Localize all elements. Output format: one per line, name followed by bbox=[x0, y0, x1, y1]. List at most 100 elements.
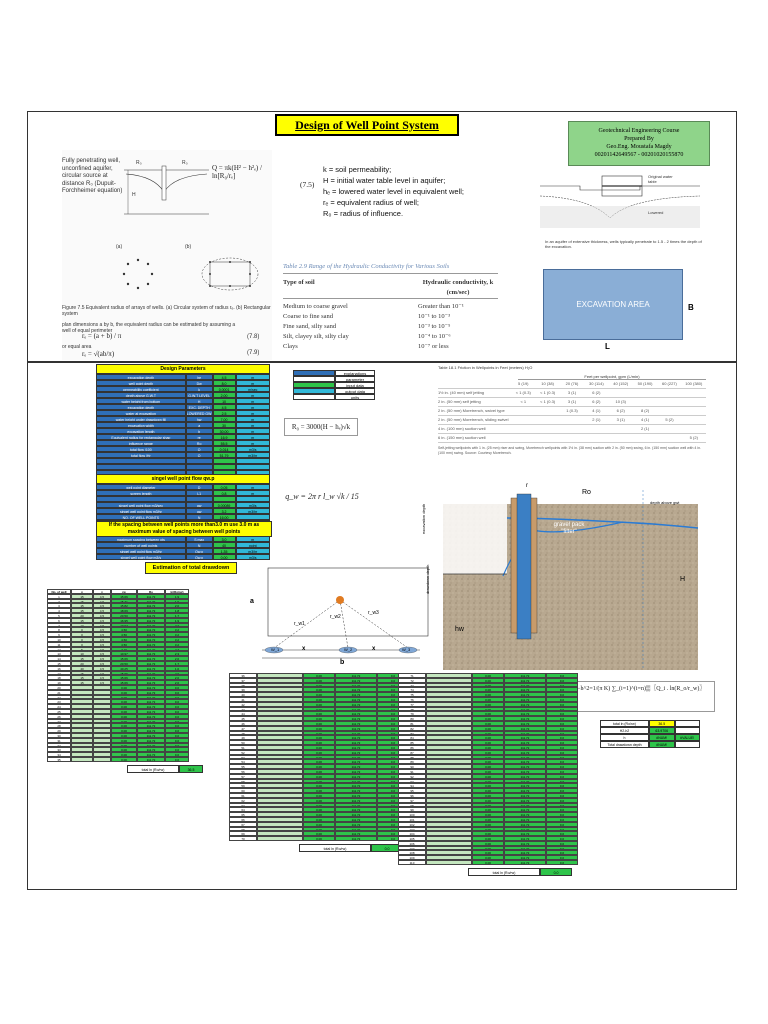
wells-cell[interactable] bbox=[93, 732, 111, 738]
wells-cell[interactable] bbox=[257, 677, 303, 683]
wells-cell[interactable] bbox=[426, 749, 472, 755]
wells-cell[interactable] bbox=[426, 788, 472, 793]
wells-cell[interactable] bbox=[93, 723, 111, 729]
wells-cell[interactable] bbox=[426, 682, 472, 688]
param-cell[interactable]: 0.0001 bbox=[212, 386, 236, 392]
wells-cell[interactable] bbox=[93, 708, 111, 714]
param-cell[interactable]: 30.00 bbox=[212, 428, 236, 434]
param-cell[interactable]: 30 bbox=[212, 422, 236, 428]
wells-cell[interactable] bbox=[426, 768, 472, 774]
wells-cell[interactable] bbox=[93, 728, 111, 733]
wells-cell[interactable] bbox=[93, 742, 111, 748]
wells-cell[interactable] bbox=[93, 684, 111, 690]
wells-cell[interactable] bbox=[257, 812, 303, 817]
wells-cell[interactable]: 4.5 bbox=[93, 670, 111, 676]
wells-cell[interactable]: 4.5 bbox=[93, 608, 111, 613]
wells-cell[interactable] bbox=[71, 737, 93, 743]
wells-cell[interactable] bbox=[426, 696, 472, 702]
wells-cell[interactable] bbox=[257, 831, 303, 837]
wells-cell[interactable]: 5 bbox=[71, 646, 93, 652]
wells-cell[interactable] bbox=[257, 749, 303, 755]
wells-cell[interactable] bbox=[426, 778, 472, 784]
wells-cell[interactable] bbox=[426, 711, 472, 717]
wells-cell[interactable] bbox=[71, 723, 93, 729]
wells-cell[interactable] bbox=[93, 713, 111, 719]
wells-cell[interactable] bbox=[71, 694, 93, 700]
param-cell[interactable]: 7.00 bbox=[212, 416, 236, 422]
param-cell[interactable]: 55.5 bbox=[212, 440, 236, 446]
wells-cell[interactable] bbox=[71, 718, 93, 724]
wells-cell[interactable] bbox=[426, 692, 472, 697]
wells-cell[interactable] bbox=[71, 732, 93, 738]
wells-cell[interactable] bbox=[93, 752, 111, 757]
wells-cell[interactable]: 4.5 bbox=[93, 598, 111, 604]
param-cell[interactable]: 0.014 bbox=[212, 446, 236, 452]
wells-cell[interactable] bbox=[257, 673, 303, 678]
wells-cell[interactable] bbox=[426, 826, 472, 832]
flow-cell[interactable]: 16.00 bbox=[212, 514, 236, 520]
wells-cell[interactable] bbox=[426, 740, 472, 745]
wells-cell[interactable] bbox=[426, 836, 472, 841]
wells-cell[interactable] bbox=[426, 759, 472, 765]
wells-cell[interactable] bbox=[257, 778, 303, 784]
flow-cell[interactable]: 0.8 bbox=[212, 490, 236, 496]
param-cell[interactable]: 2.00 bbox=[212, 392, 236, 398]
wells-cell[interactable] bbox=[426, 821, 472, 827]
wells-cell[interactable] bbox=[426, 706, 472, 712]
wells-cell[interactable] bbox=[93, 718, 111, 724]
wells-cell[interactable] bbox=[71, 747, 93, 753]
wells-cell[interactable] bbox=[257, 692, 303, 697]
wells-cell[interactable] bbox=[426, 797, 472, 803]
wells-cell[interactable] bbox=[426, 850, 472, 856]
wells-cell[interactable] bbox=[257, 720, 303, 726]
wells-cell[interactable] bbox=[426, 701, 472, 707]
wells-cell[interactable] bbox=[426, 783, 472, 789]
wells-cell[interactable]: 15 bbox=[71, 617, 93, 623]
wells-cell[interactable] bbox=[257, 716, 303, 721]
wells-cell[interactable]: 4.5 bbox=[93, 636, 111, 642]
wells-cell[interactable] bbox=[426, 687, 472, 693]
wells-cell[interactable] bbox=[257, 821, 303, 827]
wells-cell[interactable]: 4.5 bbox=[93, 617, 111, 623]
wells-cell[interactable] bbox=[257, 687, 303, 693]
wells-cell[interactable] bbox=[426, 831, 472, 837]
wells-cell[interactable]: 15 bbox=[71, 608, 93, 613]
wells-cell[interactable] bbox=[257, 797, 303, 803]
wells-cell[interactable] bbox=[426, 773, 472, 779]
wells-cell[interactable] bbox=[426, 855, 472, 861]
param-cell[interactable]: 16.9 bbox=[212, 434, 236, 440]
wells-cell[interactable]: 4.5 bbox=[93, 627, 111, 633]
wells-cell[interactable] bbox=[257, 816, 303, 822]
wells-cell[interactable] bbox=[93, 689, 111, 695]
wells-cell[interactable] bbox=[426, 807, 472, 813]
wells-cell[interactable] bbox=[426, 744, 472, 750]
wells-cell[interactable]: 0 bbox=[71, 632, 93, 637]
wells-cell[interactable] bbox=[71, 742, 93, 748]
param-cell[interactable]: 8.0 bbox=[212, 380, 236, 386]
wells-cell[interactable]: 4.5 bbox=[93, 680, 111, 685]
wells-cell[interactable] bbox=[71, 684, 93, 690]
wells-cell[interactable] bbox=[257, 701, 303, 707]
wells-cell[interactable] bbox=[93, 737, 111, 743]
wells-cell[interactable] bbox=[426, 725, 472, 731]
wells-cell[interactable]: 40 bbox=[71, 665, 93, 671]
wells-cell[interactable] bbox=[71, 704, 93, 709]
wells-cell[interactable]: 0 bbox=[71, 627, 93, 633]
wells-cell[interactable]: 20 bbox=[71, 660, 93, 666]
wells-cell[interactable] bbox=[426, 677, 472, 683]
spacing-cell[interactable]: 1.35 bbox=[212, 548, 236, 554]
wells-cell[interactable] bbox=[71, 752, 93, 757]
wells-cell[interactable] bbox=[71, 708, 93, 714]
wells-cell[interactable] bbox=[257, 711, 303, 717]
wells-cell[interactable] bbox=[257, 788, 303, 793]
wells-cell[interactable]: 15 bbox=[71, 598, 93, 604]
wells-cell[interactable] bbox=[426, 840, 472, 846]
param-cell[interactable]: 4.5 bbox=[212, 404, 236, 410]
wells-cell[interactable]: 4.5 bbox=[93, 632, 111, 637]
wells-cell[interactable] bbox=[257, 764, 303, 769]
wells-cell[interactable] bbox=[257, 759, 303, 765]
wells-cell[interactable] bbox=[257, 802, 303, 808]
wells-cell[interactable]: 15 bbox=[71, 603, 93, 609]
wells-cell[interactable] bbox=[257, 730, 303, 736]
wells-cell[interactable] bbox=[71, 689, 93, 695]
